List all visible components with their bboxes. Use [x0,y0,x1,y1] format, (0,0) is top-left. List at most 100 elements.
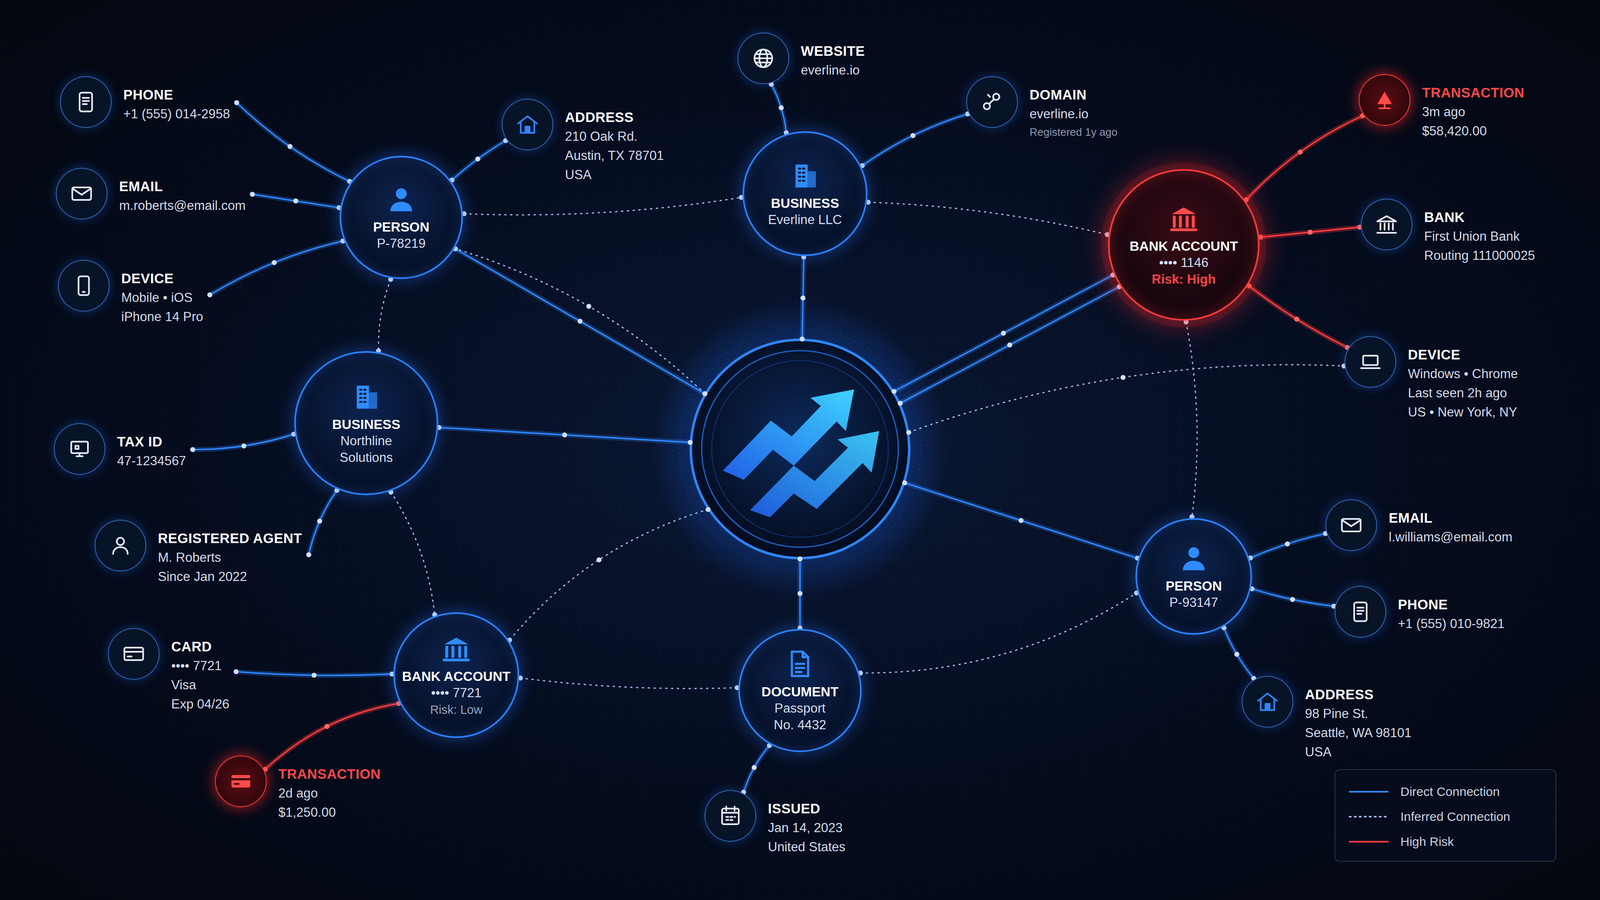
node-heading: BUSINESS [332,416,401,433]
hub-link [894,275,1113,392]
direct-connector [1252,589,1335,607]
node-detail: 210 Oak Rd. [565,127,664,147]
legend-sample [1347,839,1390,845]
connector-dot [250,191,255,197]
direct-connector [1224,627,1255,679]
agent-icon [107,533,133,559]
connector-glow [452,140,506,181]
node-detail: P-93147 [1169,594,1218,612]
connector-dot [1307,229,1313,235]
node-detail: US • New York, NY [1407,402,1518,423]
connector-glow [1246,115,1363,200]
connector-glow [743,745,770,793]
attribute-item: EMAILm.roberts@email.com [55,167,246,220]
node-detail: USA [1305,742,1412,763]
connector-dot [1120,375,1126,380]
connector-dot [317,518,323,524]
node-heading: BANK ACCOUNT [1129,237,1238,255]
inferred-connector [868,202,1108,235]
icon-circle [215,755,267,808]
connector-dot [1018,518,1024,524]
node-heading: PHONE [123,85,230,105]
inferred-connector [520,678,738,689]
node-detail: Exp 04/26 [171,695,230,715]
icon-circle [1325,499,1378,552]
entity-circle: BANK ACCOUNT•••• 7721Risk: Low [393,612,520,739]
connector-glow [1249,285,1348,348]
alert-icon [1372,87,1398,113]
node-detail: USA [565,165,664,185]
icon-circle [1344,336,1397,388]
connector-glow [1252,589,1335,607]
icon-circle [107,628,160,680]
node-detail: Austin, TX 78701 [565,146,664,166]
node-heading: TRANSACTION [1422,83,1525,103]
node-heading: ISSUED [767,799,846,819]
direct-connector [308,490,338,555]
inferred-connector [860,593,1137,674]
attribute-item: DEVICEWindows • ChromeLast seen 2h agoUS… [1344,336,1518,423]
attribute-text: PHONE+1 (555) 014-2958 [123,85,230,124]
entity-circle: BUSINESSNorthline Solutions [294,351,439,496]
connector-dot [234,100,240,105]
connector-glow [904,482,1138,559]
connector-dot [207,292,213,298]
connector-dot [797,591,803,597]
direct-connector [862,114,968,166]
connector-glow [1224,627,1255,679]
attribute-item: EMAILl.williams@email.com [1325,499,1513,552]
inferred-connector [378,279,391,352]
legend: Direct ConnectionInferred ConnectionHigh… [1334,769,1557,863]
direct-connector [771,84,787,133]
node-heading: EMAIL [1388,508,1513,528]
attribute-text: TRANSACTION2d ago$1,250.00 [278,765,381,823]
connector-dot [241,443,247,449]
entity-circle: BUSINESSEverline LLC [742,131,868,257]
attribute-text: ADDRESS210 Oak Rd.Austin, TX 78701USA [565,107,664,185]
attribute-text: CARD•••• 7721VisaExp 04/26 [171,637,230,715]
connector-dot [475,156,481,162]
attribute-text: ISSUEDJan 14, 2023United States [767,799,846,858]
hub-link [904,482,1138,559]
connector-dot [190,447,196,453]
inferred-connector [464,197,742,215]
attribute-item: REGISTERED AGENTM. RobertsSince Jan 2022 [94,520,303,587]
attribute-text: EMAILl.williams@email.com [1388,508,1513,548]
connector-dot [1234,652,1240,658]
connector-dot [702,391,708,397]
entity-circle: BANK ACCOUNT•••• 1146Risk: High [1107,169,1260,321]
connector-dot [800,295,806,301]
node-heading: DOCUMENT [761,683,839,701]
node-heading: BANK ACCOUNT [402,668,511,685]
icon-circle [966,76,1018,128]
node-detail: M. Roberts [157,548,303,568]
node-detail: +1 (555) 014-2958 [123,104,230,124]
attribute-item: DOMAINeverline.ioRegistered 1y ago [966,76,1118,141]
building-icon [350,380,383,413]
connector-dot [778,105,784,111]
direct-connector [1260,227,1360,238]
node-detail: •••• 1146 [1159,254,1209,272]
node-heading: ADDRESS [565,107,664,128]
bank-icon [440,632,473,665]
icon-circle [704,790,757,843]
icon-circle [53,423,106,475]
legend-label: High Risk [1400,833,1454,851]
node-detail: $58,420.00 [1422,121,1525,141]
direct-connector [1249,285,1348,348]
node-heading: BUSINESS [770,195,840,212]
entity-circle: PERSONP-93147 [1135,518,1253,635]
connector-glow [308,490,338,555]
connector-dot [910,133,916,139]
hub-link [439,427,691,443]
logo [722,389,880,518]
node-detail: P-78219 [376,235,426,253]
node-heading: CARD [171,637,230,657]
icon-circle [501,98,554,151]
attribute-item: ISSUEDJan 14, 2023United States [704,790,846,858]
connector-glow [797,559,803,629]
node-detail: 47-1234567 [117,451,187,471]
